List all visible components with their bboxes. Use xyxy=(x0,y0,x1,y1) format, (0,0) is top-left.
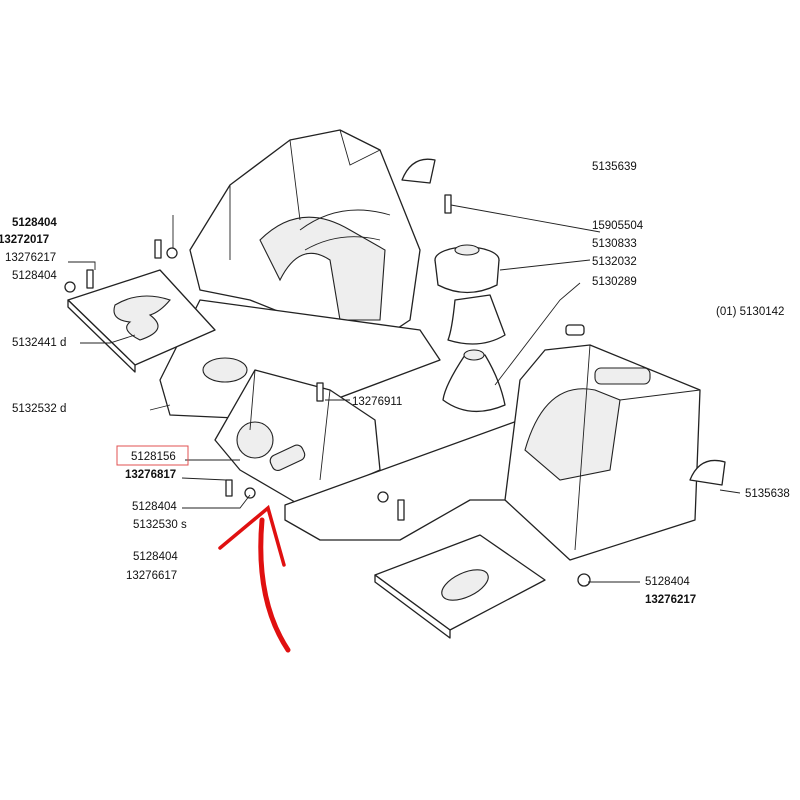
label-13276911[interactable]: 13276911 xyxy=(352,396,402,408)
label-13276217[interactable]: 13276217 xyxy=(5,252,56,264)
cap-5135639 xyxy=(401,158,436,184)
label-13276217-right[interactable]: 13276217 xyxy=(645,594,696,606)
label-5128404-lower[interactable]: 5128404 xyxy=(133,551,178,563)
cover-plate-5132441 xyxy=(67,269,216,373)
gear-boots xyxy=(434,244,506,413)
label-5135638[interactable]: 5135638 xyxy=(745,488,790,500)
rear-tunnel-housing xyxy=(159,129,441,421)
leader-lines xyxy=(68,204,741,583)
label-5128404-bracket[interactable]: 5128404 xyxy=(132,501,177,513)
label-5130833[interactable]: 5130833 xyxy=(592,238,637,250)
label-13276817[interactable]: 13276817 xyxy=(125,469,176,481)
label-5128156[interactable]: 5128156 xyxy=(131,451,176,463)
label-5128404-top[interactable]: 5128404 xyxy=(12,217,57,229)
cap-5135638 xyxy=(689,459,726,486)
label-5130142[interactable]: (01) 5130142 xyxy=(716,306,784,318)
label-5132530[interactable]: 5132530 s xyxy=(133,519,187,531)
bracket-5128156 xyxy=(214,369,381,506)
label-5132532[interactable]: 5132532 d xyxy=(12,403,66,415)
label-5130289[interactable]: 5130289 xyxy=(592,276,637,288)
front-console xyxy=(504,344,701,561)
label-5132032[interactable]: 5132032 xyxy=(592,256,637,268)
label-13276617[interactable]: 13276617 xyxy=(126,570,177,582)
screws xyxy=(64,194,591,587)
clip-5130142 xyxy=(565,324,585,336)
label-5128404-plate[interactable]: 5128404 xyxy=(12,270,57,282)
label-5135639[interactable]: 5135639 xyxy=(592,161,637,173)
highlight-box xyxy=(116,445,189,466)
bottom-plate xyxy=(374,534,546,639)
label-13272017[interactable]: 13272017 xyxy=(0,234,49,246)
label-15905504[interactable]: 15905504 xyxy=(592,220,644,232)
red-arrow xyxy=(218,504,291,653)
label-5128404-right[interactable]: 5128404 xyxy=(645,576,690,588)
label-5132441[interactable]: 5132441 d xyxy=(12,337,66,349)
